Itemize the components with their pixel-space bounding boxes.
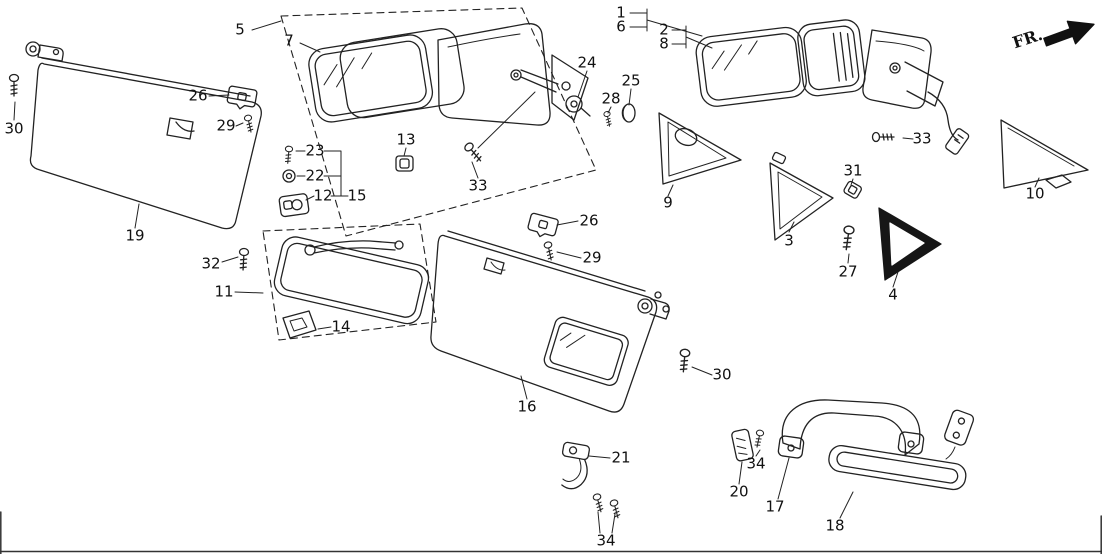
callout-33-left[interactable]: 33 [468, 176, 488, 195]
callout-29-left[interactable]: 29 [216, 116, 236, 135]
callout-33-right[interactable]: 33 [912, 129, 932, 148]
callout-8[interactable]: 8 [659, 34, 669, 53]
callout-32[interactable]: 32 [201, 254, 221, 273]
sun-visor-right [430, 230, 670, 413]
corner-trim-9 [658, 112, 742, 185]
corner-trim-4 [878, 207, 942, 281]
bracket-cover-14 [282, 310, 317, 339]
callout-34-bottom[interactable]: 34 [596, 531, 616, 550]
callout-13[interactable]: 13 [396, 130, 416, 149]
callout-1[interactable]: 1 [616, 3, 626, 22]
callout-11[interactable]: 11 [214, 282, 234, 301]
callout-9[interactable]: 9 [663, 193, 673, 212]
callout-22[interactable]: 22 [305, 166, 325, 185]
callout-19[interactable]: 19 [125, 226, 145, 245]
callout-30-left[interactable]: 30 [4, 119, 24, 138]
grab-handle-18 [828, 409, 975, 491]
bracket-12 [278, 193, 310, 218]
screw-29-left [243, 113, 256, 134]
callout-21[interactable]: 21 [611, 448, 631, 467]
callout-24[interactable]: 24 [577, 53, 597, 72]
callout-6[interactable]: 6 [616, 17, 626, 36]
callout-16[interactable]: 16 [517, 397, 537, 416]
callout-18[interactable]: 18 [825, 516, 845, 535]
screw-34-bottom-b [608, 498, 623, 520]
screw-30-right [677, 348, 691, 373]
callout-28[interactable]: 28 [601, 89, 621, 108]
leader-lines [13, 8, 1040, 534]
callout-2[interactable]: 2 [659, 20, 669, 39]
pad-20 [731, 428, 754, 462]
callout-3[interactable]: 3 [784, 231, 794, 250]
coat-hook-21 [561, 441, 591, 490]
callout-4[interactable]: 4 [888, 285, 898, 304]
callout-15[interactable]: 15 [347, 186, 367, 205]
screw-29-center [543, 240, 556, 262]
corner-trim-3 [769, 151, 834, 241]
rear-view-mirror [262, 223, 437, 341]
screw-32 [237, 247, 250, 271]
screw-33-right [871, 131, 895, 143]
grommet-13 [395, 155, 414, 172]
callout-26-center[interactable]: 26 [579, 211, 599, 230]
callout-26-left[interactable]: 26 [188, 86, 208, 105]
fr-arrow-icon [1043, 20, 1095, 47]
callout-27[interactable]: 27 [838, 262, 858, 281]
callout-5[interactable]: 5 [235, 20, 245, 39]
callout-23[interactable]: 23 [305, 141, 325, 160]
nut-22 [282, 169, 296, 183]
sheet-border [0, 511, 1102, 554]
corner-trim-10 [1000, 119, 1089, 189]
callout-7[interactable]: 7 [284, 31, 294, 50]
sun-visor-left [25, 41, 262, 230]
screw-34-bottom-a [591, 492, 606, 514]
callout-29-center[interactable]: 29 [582, 248, 602, 267]
callout-31[interactable]: 31 [843, 161, 863, 180]
callout-20[interactable]: 20 [729, 482, 749, 501]
callout-34-right[interactable]: 34 [746, 454, 766, 473]
grab-handle-17 [777, 399, 925, 459]
callout-30-right[interactable]: 30 [712, 365, 732, 384]
mirror-knob-24 [565, 95, 591, 117]
clip-31 [843, 180, 862, 199]
cap-25 [621, 103, 636, 123]
screw-30-left [8, 73, 20, 97]
door-mirror-right-group [695, 19, 970, 155]
callout-14[interactable]: 14 [331, 317, 351, 336]
clip-26-center [525, 212, 560, 241]
screw-34-right [752, 428, 765, 449]
screw-27 [840, 224, 856, 252]
callout-10[interactable]: 10 [1025, 184, 1045, 203]
callout-25[interactable]: 25 [621, 71, 641, 90]
door-mirror-left-group [280, 7, 597, 237]
callout-12[interactable]: 12 [313, 186, 333, 205]
screw-23 [283, 145, 294, 165]
callout-17[interactable]: 17 [765, 497, 785, 516]
